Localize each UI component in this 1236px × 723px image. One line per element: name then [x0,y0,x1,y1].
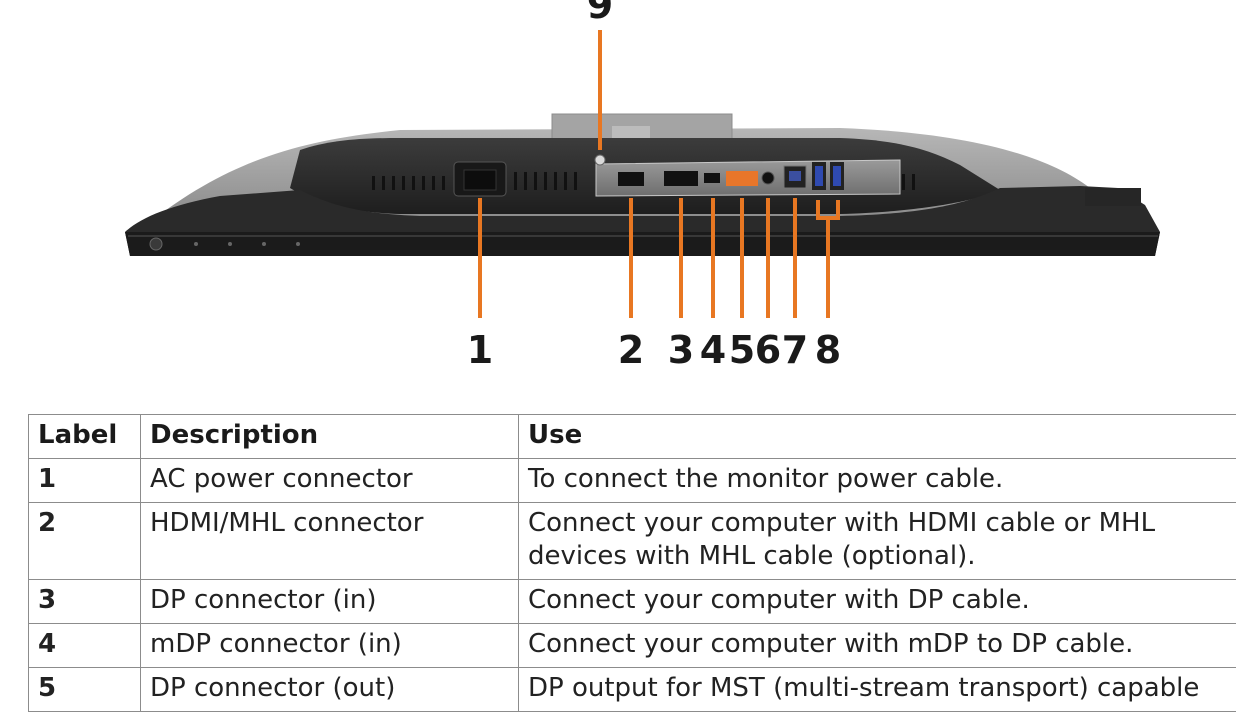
table-row: 1 AC power connector To connect the moni… [28,458,1236,503]
dp-in-port [664,171,698,186]
audio-out-port [761,171,775,185]
table-row: 2 HDMI/MHL connector Connect your comput… [28,502,1236,580]
monitor-ports-figure: 9 1 2 3 4 5 6 7 8 [125,0,1160,372]
mdp-port [704,173,720,183]
callout-label-5: 5 [728,328,756,372]
row-use: Connect your computer with DP cable. [518,579,1236,624]
table-row: 3 DP connector (in) Connect your compute… [28,579,1236,624]
ports-table: Label Description Use 1 AC power connect… [28,414,1236,712]
callout-label-7: 7 [781,328,809,372]
lock-slot [594,154,606,166]
dp-out-port [726,171,758,186]
monitor-bottom-view-illustration [125,30,1160,318]
row-description: DP connector (out) [140,667,519,712]
table-row: 5 DP connector (out) DP output for MST (… [28,667,1236,712]
callout-label-1: 1 [466,328,494,372]
row-label: 5 [28,667,141,712]
table-row: 4 mDP connector (in) Connect your comput… [28,623,1236,668]
row-label: 3 [28,579,141,624]
callout-lines [478,30,840,318]
row-description: DP connector (in) [140,579,519,624]
callout-label-2: 2 [617,328,645,372]
header-use: Use [518,414,1236,459]
row-description: mDP connector (in) [140,623,519,668]
row-use: Connect your computer with HDMI cable or… [518,502,1236,580]
callout-label-6: 6 [754,328,782,372]
header-description: Description [140,414,519,459]
table-header-row: Label Description Use [28,414,1236,459]
row-label: 4 [28,623,141,668]
callout-label-9: 9 [586,0,614,27]
row-use: DP output for MST (multi-stream transpor… [518,667,1236,712]
left-vents [372,172,577,190]
callout-label-4: 4 [699,328,727,372]
header-label: Label [28,414,141,459]
row-description: AC power connector [140,458,519,503]
row-description: HDMI/MHL connector [140,502,519,580]
callout-line-8 [816,200,840,318]
row-use: Connect your computer with mDP to DP cab… [518,623,1236,668]
row-use: To connect the monitor power cable. [518,458,1236,503]
callout-label-8: 8 [814,328,842,372]
callout-label-3: 3 [667,328,695,372]
row-label: 1 [28,458,141,503]
hdmi-port [618,172,644,186]
row-label: 2 [28,502,141,580]
